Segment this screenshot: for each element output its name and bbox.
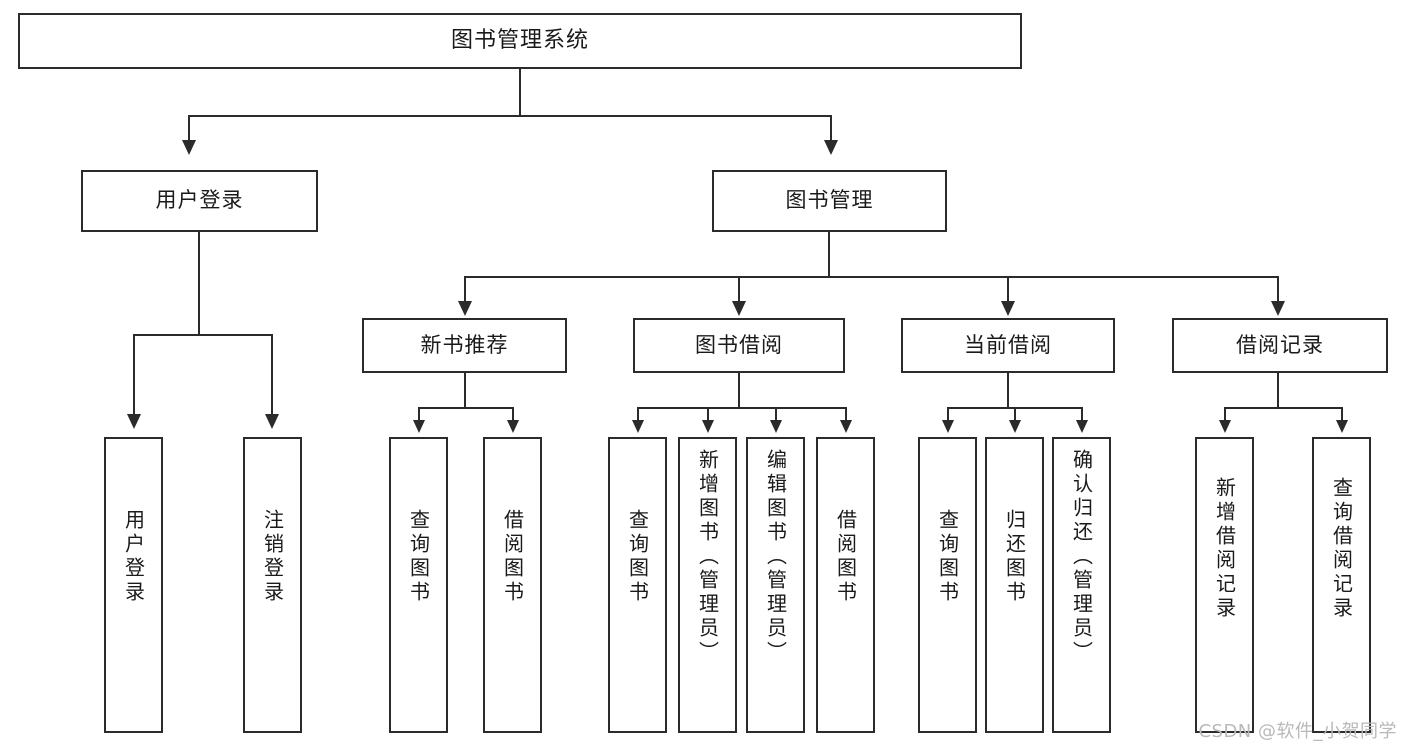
- node-label: 图书管理: [785, 188, 874, 213]
- leaf-label: 确认归还（管理员）: [1069, 449, 1094, 665]
- arrowhead-bm-current-borrow: [1001, 301, 1015, 316]
- arrowhead-root-to-book-management: [824, 140, 838, 155]
- arrowhead-bm-new-book-recommend: [458, 301, 472, 316]
- leaf-book-borrow-borrow-book[interactable]: 借阅图书: [816, 437, 875, 733]
- leaf-label: 查询图书: [406, 509, 431, 605]
- node-book-management[interactable]: 图书管理: [712, 170, 947, 232]
- connector-cb-to-leaf-1: [947, 407, 949, 423]
- arrowhead-bb-leaf-3: [770, 420, 782, 433]
- leaf-new-book-recommend-borrow-book[interactable]: 借阅图书: [483, 437, 542, 733]
- leaf-borrow-record-add-record[interactable]: 新增借阅记录: [1195, 437, 1254, 733]
- leaf-label: 借阅图书: [500, 509, 525, 605]
- arrowhead-br-leaf-2: [1336, 420, 1348, 433]
- arrowhead-bb-leaf-2: [702, 420, 714, 433]
- arrowhead-cb-leaf-1: [942, 420, 954, 433]
- connector-bb-to-leaf-3: [775, 407, 777, 423]
- connector-bb-bus: [637, 407, 846, 409]
- leaf-label: 编辑图书（管理员）: [763, 449, 788, 665]
- arrowhead-bm-borrow-record: [1271, 301, 1285, 316]
- node-label: 图书管理系统: [450, 27, 589, 53]
- connector-nbr-bus: [418, 407, 513, 409]
- leaf-current-borrow-return-book[interactable]: 归还图书: [985, 437, 1044, 733]
- connector-root-bus: [188, 115, 832, 117]
- connector-br-stem: [1277, 373, 1279, 409]
- arrowhead-user-login-leaf-2: [265, 414, 279, 429]
- leaf-label: 查询图书: [625, 509, 650, 605]
- arrowhead-br-leaf-1: [1219, 420, 1231, 433]
- leaf-book-borrow-add-book-admin[interactable]: 新增图书（管理员）: [678, 437, 737, 733]
- connector-nbr-to-leaf-1: [418, 407, 420, 423]
- arrowhead-nbr-leaf-1: [413, 420, 425, 433]
- leaf-book-borrow-query-book[interactable]: 查询图书: [608, 437, 667, 733]
- node-label: 图书借阅: [695, 332, 783, 357]
- leaf-label: 查询借阅记录: [1329, 477, 1354, 621]
- node-label: 借阅记录: [1236, 332, 1324, 357]
- connector-user-login-to-leaf-1: [133, 334, 135, 418]
- node-root-book-management-system[interactable]: 图书管理系统: [18, 13, 1022, 69]
- leaf-current-borrow-query-book[interactable]: 查询图书: [918, 437, 977, 733]
- connector-user-login-stem: [198, 232, 200, 336]
- connector-bb-to-leaf-4: [845, 407, 847, 423]
- connector-bb-to-leaf-1: [637, 407, 639, 423]
- leaf-borrow-record-query-record[interactable]: 查询借阅记录: [1312, 437, 1371, 733]
- arrowhead-cb-leaf-3: [1076, 420, 1088, 433]
- connector-br-to-leaf-2: [1341, 407, 1343, 423]
- arrowhead-bb-leaf-4: [840, 420, 852, 433]
- node-borrow-record[interactable]: 借阅记录: [1172, 318, 1388, 373]
- node-book-borrow[interactable]: 图书借阅: [633, 318, 845, 373]
- leaf-label: 借阅图书: [833, 509, 858, 605]
- leaf-label: 新增借阅记录: [1212, 477, 1237, 621]
- node-label: 新书推荐: [420, 332, 509, 357]
- connector-user-login-bus: [133, 334, 272, 336]
- connector-root-to-user-login: [188, 115, 190, 143]
- leaf-user-login-login[interactable]: 用户登录: [104, 437, 163, 733]
- arrowhead-root-to-user-login: [182, 140, 196, 155]
- leaf-new-book-recommend-query-book[interactable]: 查询图书: [389, 437, 448, 733]
- connector-cb-to-leaf-3: [1081, 407, 1083, 423]
- connector-bm-to-new-book-recommend: [464, 276, 466, 304]
- leaf-label: 归还图书: [1002, 509, 1027, 605]
- connector-root-to-book-management: [830, 115, 832, 143]
- node-new-book-recommend[interactable]: 新书推荐: [362, 318, 567, 373]
- leaf-label: 新增图书（管理员）: [695, 449, 720, 665]
- arrowhead-bb-leaf-1: [632, 420, 644, 433]
- connector-book-management-stem: [828, 232, 830, 278]
- connector-cb-stem: [1007, 373, 1009, 409]
- arrowhead-nbr-leaf-2: [507, 420, 519, 433]
- node-label: 用户登录: [155, 188, 244, 213]
- leaf-label: 注销登录: [260, 509, 285, 605]
- connector-user-login-to-leaf-2: [271, 334, 273, 418]
- leaf-user-login-logout[interactable]: 注销登录: [243, 437, 302, 733]
- connector-bm-to-current-borrow: [1007, 276, 1009, 304]
- node-label: 当前借阅: [964, 332, 1052, 357]
- connector-bm-to-borrow-record: [1277, 276, 1279, 304]
- connector-root-stem: [519, 69, 521, 116]
- connector-bb-stem: [738, 373, 740, 409]
- connector-cb-to-leaf-2: [1014, 407, 1016, 423]
- connector-bb-to-leaf-2: [707, 407, 709, 423]
- connector-nbr-to-leaf-2: [512, 407, 514, 423]
- arrowhead-user-login-leaf-1: [127, 414, 141, 429]
- connector-book-management-bus: [464, 276, 1278, 278]
- leaf-label: 用户登录: [121, 509, 146, 605]
- node-current-borrow[interactable]: 当前借阅: [901, 318, 1115, 373]
- leaf-book-borrow-edit-book-admin[interactable]: 编辑图书（管理员）: [746, 437, 805, 733]
- connector-br-bus: [1224, 407, 1342, 409]
- arrowhead-bm-book-borrow: [732, 301, 746, 316]
- connector-bm-to-book-borrow: [738, 276, 740, 304]
- leaf-current-borrow-confirm-return-admin[interactable]: 确认归还（管理员）: [1052, 437, 1111, 733]
- node-user-login[interactable]: 用户登录: [81, 170, 318, 232]
- connector-br-to-leaf-1: [1224, 407, 1226, 423]
- connector-nbr-stem: [464, 373, 466, 409]
- arrowhead-cb-leaf-2: [1009, 420, 1021, 433]
- leaf-label: 查询图书: [935, 509, 960, 605]
